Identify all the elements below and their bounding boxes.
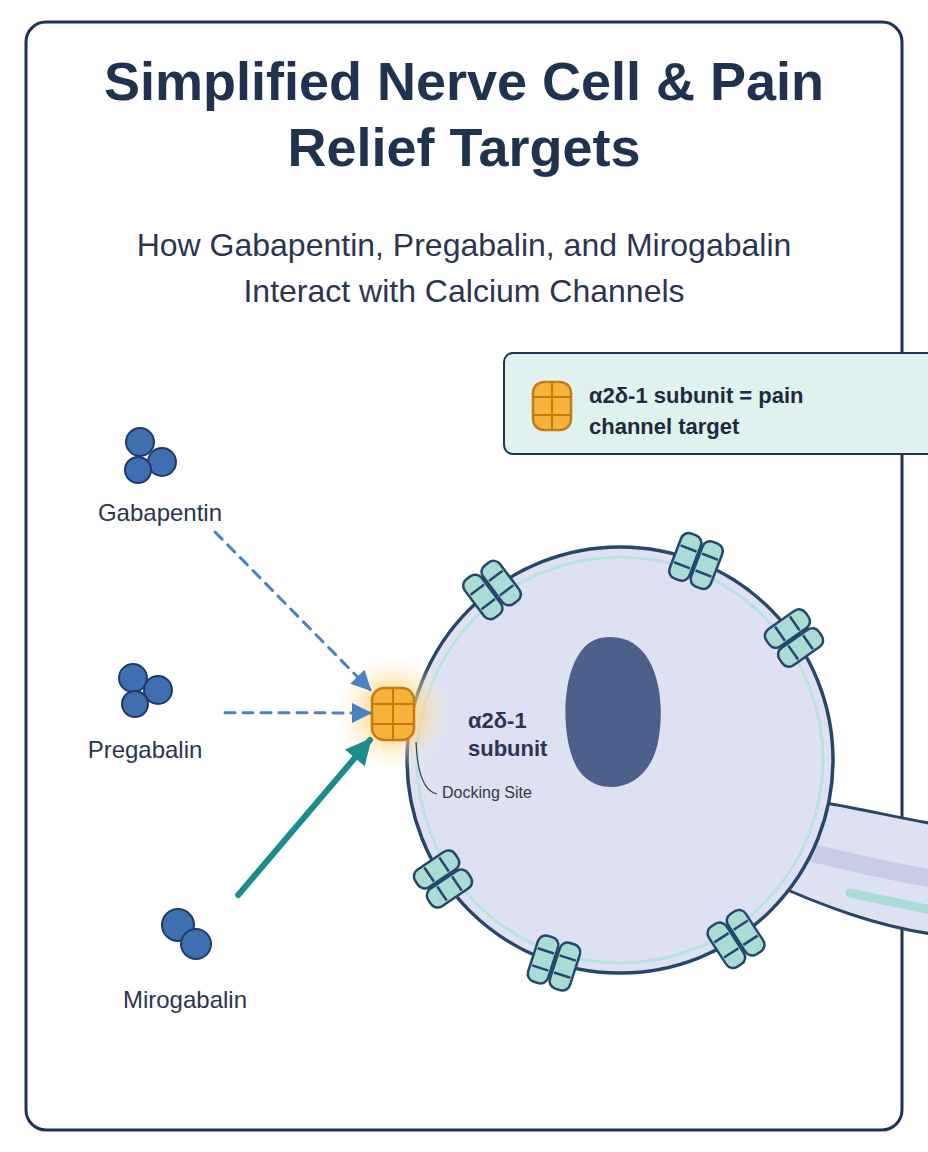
gabapentin-molecule [125, 428, 176, 483]
callout-label: Docking Site [442, 784, 532, 802]
molecule-atom [125, 457, 151, 483]
molecule-atom [122, 691, 148, 717]
subunit-detail [373, 689, 413, 739]
connector-arrow [215, 532, 370, 690]
cell-membrane [417, 557, 823, 963]
legend-box: α2δ-1 subunit = pain channel target [503, 352, 928, 455]
legend-swatch [527, 378, 577, 434]
calcium-channel [667, 531, 725, 592]
subunit-glow [335, 655, 451, 771]
node-label: α2δ-1 subunit [468, 707, 560, 763]
drug-molecule: Pregabalin [65, 655, 225, 770]
molecule-atom [148, 448, 176, 476]
node-label: Mirogabalin [95, 985, 275, 1015]
molecule-atom [119, 664, 147, 692]
molecule-atom [126, 428, 154, 456]
connector-arrow [238, 740, 370, 895]
molecule-atom [181, 929, 211, 959]
calcium-channel [704, 907, 767, 971]
subunit-icon [533, 382, 571, 430]
calcium-channel [460, 558, 524, 623]
calcium-channel [762, 606, 827, 670]
nucleus [565, 637, 660, 787]
subunit-icon-detail [534, 383, 570, 429]
drug-molecule: Mirogabalin [95, 895, 275, 1020]
alpha2delta-subunit-symbol [372, 688, 414, 740]
connector-arrow [225, 711, 370, 714]
diagram-subtitle: How Gabapentin, Pregabalin, and Mirogaba… [84, 222, 844, 314]
leader-line [416, 742, 437, 794]
outer-frame [26, 22, 902, 1130]
calcium-channel [411, 847, 475, 910]
node-label: Gabapentin [70, 498, 250, 528]
drug-molecule: Gabapentin [70, 420, 250, 532]
axon-core [800, 850, 928, 880]
myelin-band [850, 893, 928, 912]
calcium-channel [526, 933, 583, 992]
diagram-title: Simplified Nerve Cell & Pain Relief Targ… [64, 48, 864, 180]
legend-text: α2δ-1 subunit = pain channel target [589, 380, 814, 442]
node-label: Pregabalin [65, 735, 225, 765]
cell-body [407, 547, 833, 973]
mirogabalin-molecule [162, 909, 211, 959]
calcium-channels [411, 531, 826, 993]
alpha2delta-subunit: α2δ-1 subunit [370, 685, 416, 741]
pregabalin-molecule [119, 664, 172, 717]
